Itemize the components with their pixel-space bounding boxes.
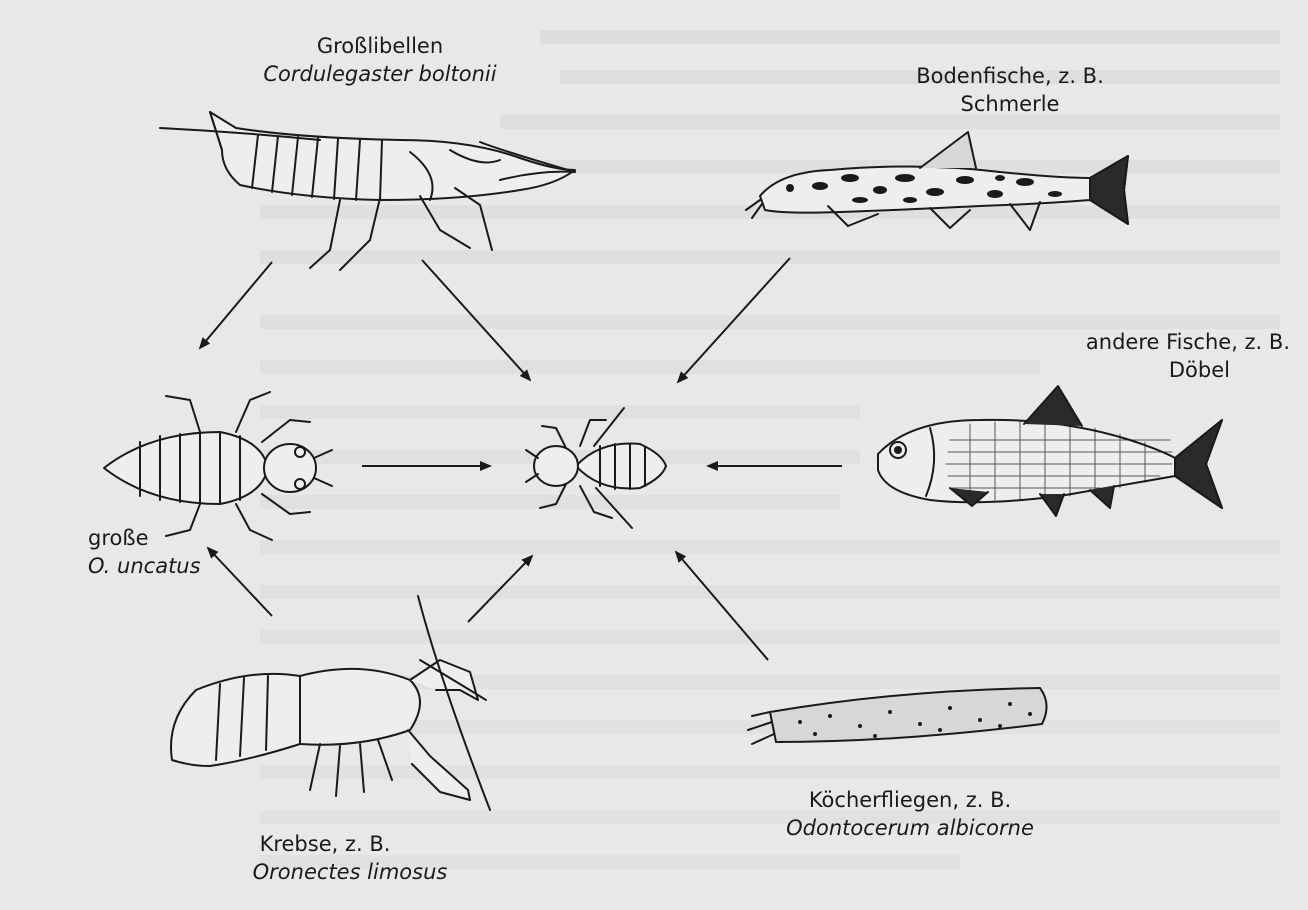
crayfish-icon — [171, 596, 490, 810]
label-common: Krebse, z. B. — [200, 830, 500, 858]
chub-fish-icon — [878, 386, 1222, 516]
label-bottom-fish: Bodenfische, z. B. Schmerle — [880, 62, 1140, 118]
label-other-fish: andere Fische, z. B. Döbel — [1030, 328, 1290, 384]
label-example: Schmerle — [880, 90, 1140, 118]
large-beetle-larva-icon — [104, 392, 332, 540]
label-common: große — [88, 524, 288, 552]
label-example: Döbel — [1030, 356, 1290, 384]
loach-fish-icon — [746, 132, 1128, 230]
label-common: Bodenfische, z. B. — [880, 62, 1140, 90]
label-dragonflies: Großlibellen Cordulegaster boltonii — [240, 32, 520, 88]
caddisfly-case-icon — [748, 688, 1047, 744]
dragonfly-larva-icon — [160, 112, 575, 270]
label-crayfish: Krebse, z. B. Oronectes limosus — [200, 830, 500, 886]
label-common: andere Fische, z. B. — [1030, 328, 1290, 356]
label-scientific: Cordulegaster boltonii — [240, 60, 520, 88]
label-caddisflies: Köcherfliegen, z. B. Odontocerum albicor… — [760, 786, 1060, 842]
label-common: Köcherfliegen, z. B. — [760, 786, 1060, 814]
small-larva-icon — [526, 408, 666, 528]
label-common: Großlibellen — [240, 32, 520, 60]
label-large-uncatus: große O. uncatus — [88, 524, 288, 580]
label-scientific: Odontocerum albicorne — [760, 814, 1060, 842]
label-scientific: O. uncatus — [88, 552, 288, 580]
label-scientific: Oronectes limosus — [200, 858, 500, 886]
